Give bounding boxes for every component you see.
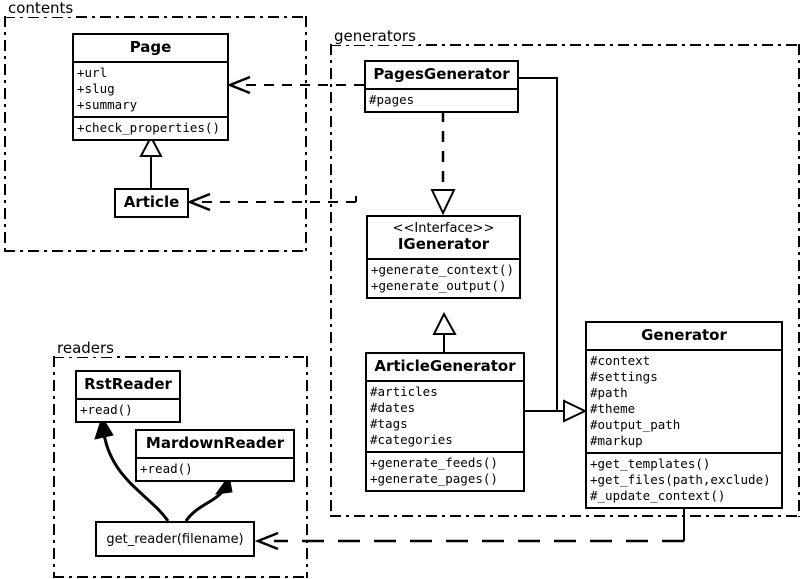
- class-attributes-pagesgenerator: #pages: [366, 88, 517, 111]
- class-operation: +generate_feeds(): [370, 455, 498, 470]
- class-operation: +generate_pages(): [370, 471, 498, 486]
- class-box-generator[interactable]: Generator #context #settings #path #them…: [585, 321, 783, 509]
- class-box-page[interactable]: Page +url +slug +summary +check_properti…: [72, 33, 229, 141]
- package-contents-label: contents: [6, 0, 77, 17]
- package-contents-border-left: [4, 16, 6, 252]
- package-contents-border-top: [4, 16, 307, 18]
- class-attribute: +summary: [77, 97, 138, 112]
- class-operation: #_update_context(): [590, 488, 726, 503]
- class-operation: +get_files(path,exclude): [590, 472, 771, 487]
- class-name-rstreader: RstReader: [84, 375, 172, 393]
- class-name-articlegenerator: ArticleGenerator: [374, 357, 516, 375]
- class-attributes-generator: #context #settings #path #theme #output_…: [587, 349, 781, 452]
- class-box-igenerator[interactable]: <<Interface>> IGenerator +generate_conte…: [366, 215, 521, 299]
- class-operation: +generate_context(): [371, 262, 514, 277]
- class-box-mardownreader[interactable]: MardownReader +read(): [135, 429, 295, 482]
- class-operations-page: +check_properties(): [74, 116, 227, 139]
- class-attribute: +slug: [77, 81, 115, 96]
- class-attributes-articlegenerator: #articles #dates #tags #categories: [367, 380, 523, 451]
- package-generators-label: generators: [332, 28, 419, 45]
- class-name-mardownreader: MardownReader: [145, 434, 285, 452]
- class-attribute: #path: [590, 385, 628, 400]
- class-attribute: #settings: [590, 369, 658, 384]
- package-readers-border-right: [306, 356, 308, 578]
- class-operation: +read(): [140, 461, 193, 476]
- class-box-article[interactable]: Article: [114, 188, 189, 218]
- package-generators-border-bottom: [330, 515, 800, 517]
- class-operations-mardownreader: +read(): [137, 457, 293, 480]
- class-attribute: #pages: [369, 92, 415, 107]
- class-box-rstreader[interactable]: RstReader +read(): [75, 370, 181, 423]
- package-generators-border-left: [330, 44, 332, 517]
- package-contents: [4, 16, 307, 252]
- function-box-get-reader[interactable]: get_reader(filename): [95, 521, 255, 557]
- class-attribute: #markup: [590, 433, 643, 448]
- class-operation: +read(): [80, 402, 133, 417]
- class-name-generator: Generator: [641, 326, 727, 344]
- class-operation: +get_templates(): [590, 456, 711, 471]
- class-attribute: #output_path: [590, 417, 681, 432]
- class-operation: +check_properties(): [77, 120, 220, 135]
- class-attribute: #context: [590, 353, 651, 368]
- function-label-get-reader: get_reader(filename): [106, 531, 244, 547]
- package-readers: [53, 356, 308, 578]
- class-stereotype-igenerator: <<Interface>>: [392, 221, 495, 236]
- package-readers-border-left: [53, 356, 55, 578]
- package-generators-border-top: [330, 44, 800, 46]
- class-attribute: #theme: [590, 401, 636, 416]
- package-readers-border-top: [53, 356, 308, 358]
- package-readers-label: readers: [55, 340, 117, 357]
- package-generators-border-right: [798, 44, 800, 517]
- class-attribute: +url: [77, 65, 108, 80]
- class-attribute: #categories: [370, 432, 453, 447]
- class-operations-generator: +get_templates() +get_files(path,exclude…: [587, 452, 781, 507]
- package-readers-border-bottom: [53, 576, 308, 578]
- class-attribute: #articles: [370, 384, 438, 399]
- package-contents-border-bottom: [4, 250, 307, 252]
- class-operations-rstreader: +read(): [77, 398, 179, 421]
- package-contents-border-right: [305, 16, 307, 252]
- class-name-article: Article: [123, 193, 180, 211]
- class-attributes-page: +url +slug +summary: [74, 61, 227, 116]
- package-generators: [330, 44, 800, 517]
- class-operation: +generate_output(): [371, 278, 507, 293]
- class-box-pagesgenerator[interactable]: PagesGenerator #pages: [364, 60, 519, 113]
- class-operations-articlegenerator: +generate_feeds() +generate_pages(): [367, 451, 523, 490]
- class-attribute: #tags: [370, 416, 408, 431]
- class-operations-igenerator: +generate_context() +generate_output(): [368, 258, 519, 297]
- class-name-igenerator: IGenerator: [397, 235, 490, 253]
- class-attribute: #dates: [370, 400, 416, 415]
- class-name-page: Page: [129, 38, 172, 56]
- class-name-pagesgenerator: PagesGenerator: [373, 65, 510, 83]
- class-box-articlegenerator[interactable]: ArticleGenerator #articles #dates #tags …: [365, 352, 525, 492]
